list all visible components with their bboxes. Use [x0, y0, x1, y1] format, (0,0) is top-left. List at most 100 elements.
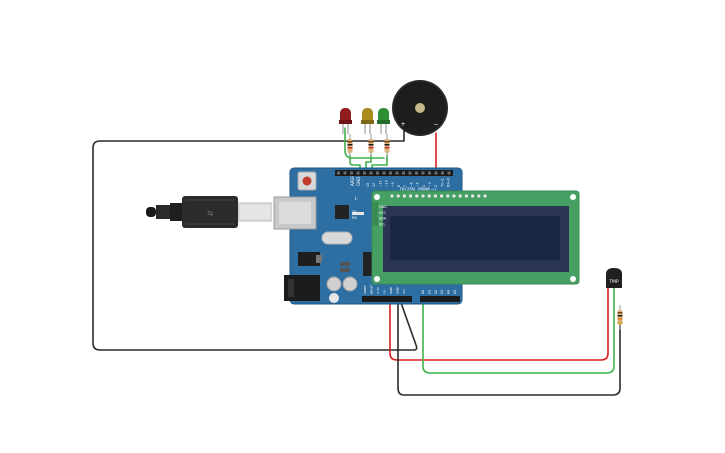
power-pin-label: 5V — [383, 289, 387, 294]
digital-pin-label: ~9 — [391, 182, 395, 187]
wire-green-led1[interactable] — [349, 154, 361, 176]
lcd-header-pin — [396, 194, 400, 198]
power-header[interactable] — [362, 296, 412, 302]
digital-pin-label: TX→1 — [440, 178, 444, 188]
lcd-header-pin — [402, 194, 406, 198]
header-pin[interactable] — [434, 171, 438, 175]
analog-pin-label: A1 — [427, 290, 431, 294]
header-pin[interactable] — [441, 171, 444, 175]
lcd-screen — [390, 216, 560, 260]
resistor-led1[interactable] — [347, 134, 353, 157]
analog-pin-label: A2 — [434, 290, 438, 294]
lcd-header-pin — [409, 194, 413, 198]
resistor-led3[interactable] — [384, 134, 390, 157]
header-pin[interactable] — [369, 171, 373, 175]
lcd-pin-label: SDA — [379, 217, 387, 221]
aref-label: AREF — [350, 175, 355, 186]
tmp-sensor[interactable]: TMP — [606, 268, 622, 288]
lcd-header-pin — [427, 194, 431, 198]
header-pin[interactable] — [447, 171, 451, 175]
tmp-label: TMP — [608, 279, 619, 285]
digital-pin-label: ~10 — [385, 180, 389, 187]
header-pin[interactable] — [343, 171, 347, 175]
digital-pin-label: ~3 — [428, 182, 432, 187]
header-pin[interactable] — [402, 171, 405, 175]
chip-small — [335, 205, 349, 219]
power-pin-label: Vin — [402, 289, 406, 294]
lcd-header-pin — [477, 194, 481, 198]
wire-red-sensor[interactable] — [389, 287, 609, 361]
wire-green-sensor[interactable] — [422, 287, 615, 374]
digital-pin-label: RX←0 — [447, 178, 451, 187]
piezo-buzzer[interactable]: + − — [392, 80, 448, 136]
capacitor-1 — [326, 276, 342, 292]
capacitor-3 — [342, 276, 358, 292]
capacitor-2 — [329, 293, 339, 303]
led-yellow[interactable] — [361, 108, 374, 134]
power-pin-label: RESET — [370, 284, 374, 294]
header-pin[interactable] — [415, 171, 418, 175]
digital-header[interactable] — [335, 170, 453, 176]
analog-pin-label: A3 — [440, 290, 444, 294]
header-pin[interactable] — [428, 171, 431, 175]
voltage-regulator — [298, 252, 320, 266]
lcd-header-pin — [452, 194, 456, 198]
usb-cable[interactable]: ⇆ — [146, 196, 272, 228]
analog-pin-label: A0 — [421, 290, 425, 294]
crystal — [321, 231, 353, 245]
digital-pin-label: 8 — [397, 185, 401, 187]
tx-label: TX — [351, 210, 357, 214]
wire-black-buzzer-loop[interactable] — [92, 129, 418, 351]
l-led-label: L — [355, 196, 358, 201]
header-pin[interactable] — [363, 171, 366, 175]
power-pin-label: GND — [396, 286, 400, 294]
wire-green-ledgnd[interactable] — [344, 127, 385, 159]
lcd-header-pin — [464, 194, 468, 198]
digital-label: DIGITAL (PWM ~) — [400, 187, 436, 192]
power-pin-label: IOREF — [363, 285, 367, 294]
analog-pin-label: A4 — [447, 290, 451, 294]
lcd-header-pin — [440, 194, 444, 198]
led-red[interactable] — [339, 108, 352, 134]
buzzer-center — [415, 103, 425, 113]
header-pin[interactable] — [395, 171, 399, 175]
buzzer-plus-icon: + — [400, 121, 405, 128]
lcd-header-pin — [483, 194, 487, 198]
gnd-top-label: GND — [356, 177, 361, 186]
header-pin[interactable] — [376, 171, 379, 175]
wire-black-sensor[interactable] — [397, 299, 621, 396]
power-pin-label: GND — [389, 286, 393, 294]
power-pin-label: 3.3V — [376, 286, 380, 294]
header-pin[interactable] — [382, 171, 386, 175]
analog-pin-label: A5 — [453, 290, 457, 294]
buzzer-minus-icon: − — [433, 121, 438, 128]
lcd-pin-label: VCC — [379, 211, 387, 215]
header-pin[interactable] — [421, 171, 425, 175]
digital-pin-label: ~11 — [378, 180, 382, 187]
digital-pin-label: 13 — [366, 183, 370, 187]
lcd-header-pin — [458, 194, 462, 198]
digital-pin-label: 7 — [403, 185, 407, 187]
header-pin[interactable] — [350, 171, 353, 175]
lcd-header-pin — [390, 194, 394, 198]
lcd-header-pins — [390, 194, 487, 198]
usb-icon: ⇆ — [207, 208, 213, 219]
lcd-header-pin — [415, 194, 419, 198]
header-pin[interactable] — [356, 171, 360, 175]
led-green[interactable] — [377, 108, 390, 134]
resistor-sensor[interactable] — [617, 305, 623, 330]
lcd-header-pin — [471, 194, 475, 198]
lcd-header-pin — [446, 194, 450, 198]
lcd-i2c-pins[interactable] — [372, 202, 378, 226]
lcd-header-pin — [421, 194, 425, 198]
header-pin[interactable] — [337, 171, 340, 175]
header-pin[interactable] — [408, 171, 412, 175]
digital-pin-label: ~6 — [409, 182, 413, 187]
resistor-led2[interactable] — [368, 134, 374, 157]
analog-header[interactable] — [420, 296, 460, 302]
header-pin[interactable] — [389, 171, 392, 175]
digital-pin-label: 4 — [422, 185, 426, 187]
digital-pin-label: 2 — [434, 185, 438, 187]
